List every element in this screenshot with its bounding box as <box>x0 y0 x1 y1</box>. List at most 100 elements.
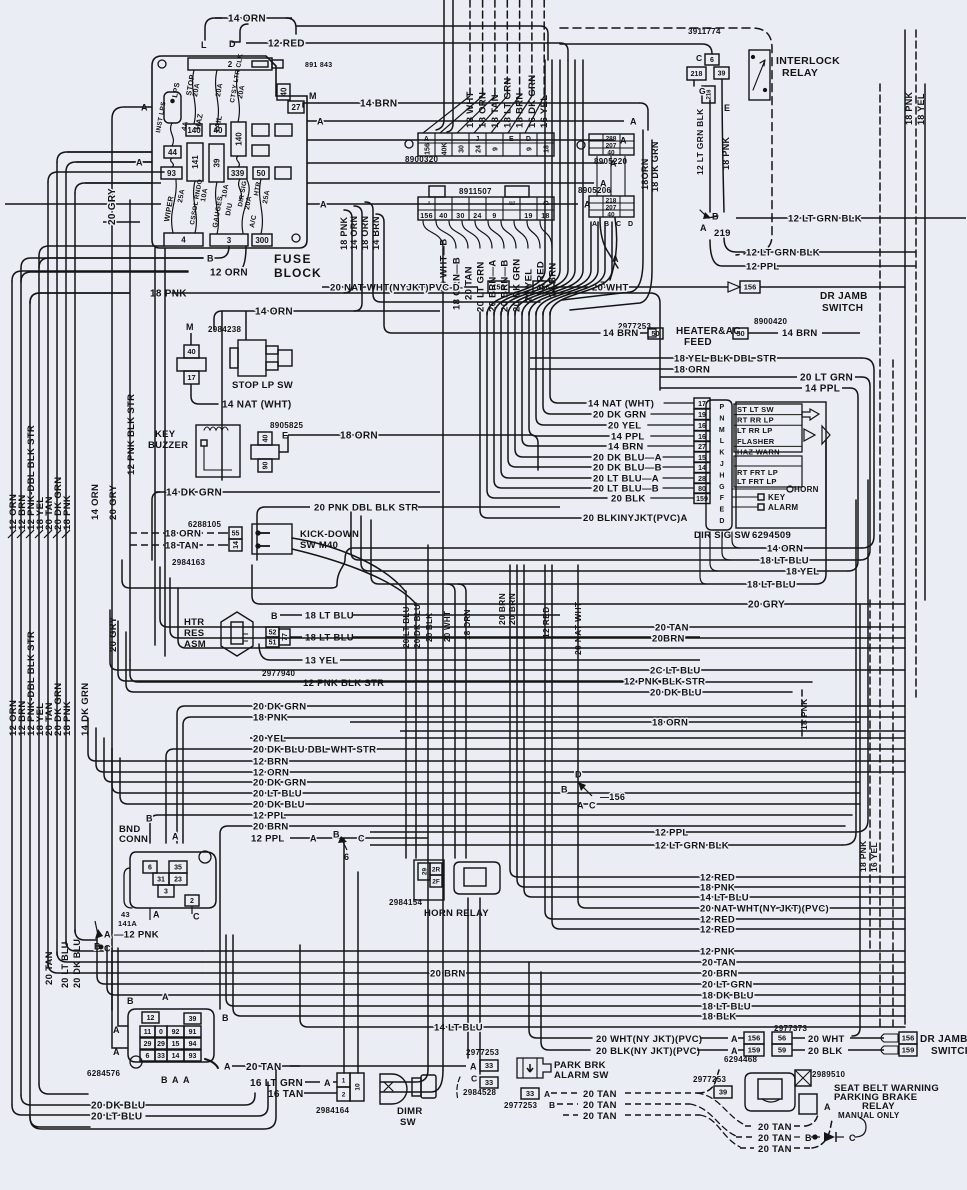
svg-text:HAZ WARN: HAZ WARN <box>737 447 780 456</box>
svg-text:156: 156 <box>492 283 505 292</box>
svg-text:9: 9 <box>493 147 500 151</box>
svg-text:DIR SIG: DIR SIG <box>237 180 248 207</box>
svg-text:9: 9 <box>527 147 534 151</box>
svg-text:20 WHT(NY JKT)(PVC): 20 WHT(NY JKT)(PVC) <box>596 1034 702 1045</box>
svg-text:A: A <box>172 1075 179 1085</box>
svg-text:218: 218 <box>606 198 617 205</box>
svg-text:BLOCK: BLOCK <box>274 266 322 280</box>
svg-text:29: 29 <box>157 1041 165 1048</box>
svg-text:C: C <box>696 53 702 63</box>
svg-text:156: 156 <box>425 143 432 155</box>
svg-text:14: 14 <box>233 541 240 549</box>
svg-text:M: M <box>719 427 725 434</box>
svg-text:A: A <box>172 832 179 842</box>
svg-text:16 YEL: 16 YEL <box>869 842 879 872</box>
svg-text:92: 92 <box>172 1029 180 1036</box>
svg-text:B: B <box>271 611 278 621</box>
svg-text:14 ORN: 14 ORN <box>767 544 803 555</box>
svg-text:20 YEL: 20 YEL <box>253 734 286 745</box>
svg-text:14 BRN: 14 BRN <box>603 328 639 339</box>
svg-text:44: 44 <box>168 148 177 157</box>
svg-text:RELAY: RELAY <box>862 1101 895 1112</box>
svg-text:B: B <box>207 254 214 264</box>
svg-text:20 DK BLU: 20 DK BLU <box>72 939 82 988</box>
svg-text:29: 29 <box>144 1041 152 1048</box>
svg-text:39: 39 <box>189 1016 197 1023</box>
svg-text:B: B <box>222 1013 229 1023</box>
svg-text:2: 2 <box>190 898 194 905</box>
svg-text:15: 15 <box>172 1041 180 1048</box>
svg-text:12: 12 <box>147 1015 155 1022</box>
svg-text:12 PPL: 12 PPL <box>746 262 779 273</box>
svg-text:10A: 10A <box>221 184 230 199</box>
svg-text:20 TAN: 20 TAN <box>44 951 55 985</box>
svg-text:HEATER&AC: HEATER&AC <box>676 326 741 337</box>
svg-text:B: B <box>549 1100 555 1110</box>
svg-text:2F: 2F <box>432 878 440 885</box>
svg-text:27: 27 <box>292 103 301 112</box>
svg-text:12 LT GRN BLK: 12 LT GRN BLK <box>788 213 862 224</box>
svg-text:A: A <box>731 1034 738 1044</box>
svg-text:8905206: 8905206 <box>578 186 611 195</box>
svg-text:G: G <box>699 86 706 96</box>
svg-text:20 LT GRN: 20 LT GRN <box>702 979 753 990</box>
svg-text:18 PNK: 18 PNK <box>721 136 731 170</box>
svg-text:KEY: KEY <box>768 493 786 502</box>
svg-text:30: 30 <box>456 213 464 220</box>
svg-text:18 ORN: 18 ORN <box>652 717 688 728</box>
svg-text:3: 3 <box>164 889 168 896</box>
svg-text:18 ORN: 18 ORN <box>478 92 489 128</box>
svg-text:2977373: 2977373 <box>774 1024 807 1033</box>
svg-text:FEED: FEED <box>684 337 712 348</box>
svg-text:6294509: 6294509 <box>752 530 791 541</box>
svg-text:207: 207 <box>606 143 617 150</box>
svg-text:DR JAMB: DR JAMB <box>920 1034 967 1045</box>
svg-text:12 PNK: 12 PNK <box>700 946 735 957</box>
svg-text:C: C <box>358 834 365 844</box>
svg-text:20 TAN: 20 TAN <box>702 957 736 968</box>
svg-text:18 PNK: 18 PNK <box>62 701 73 736</box>
svg-text:20 WHT: 20 WHT <box>592 283 629 294</box>
svg-text:HORN: HORN <box>794 485 819 494</box>
svg-text:20 DK BLU—B: 20 DK BLU—B <box>593 463 662 474</box>
svg-text:10A: 10A <box>200 188 209 203</box>
svg-text:18 YEL BLK DBL STR: 18 YEL BLK DBL STR <box>674 353 777 364</box>
svg-text:20 BRN—B: 20 BRN—B <box>500 259 511 312</box>
svg-text:A: A <box>577 801 584 811</box>
svg-text:SWITCH: SWITCH <box>931 1046 967 1057</box>
svg-text:20 DK GRN: 20 DK GRN <box>253 702 306 713</box>
svg-text:14 LT BLU: 14 LT BLU <box>434 1022 483 1033</box>
svg-text:20 TAN: 20 TAN <box>583 1089 617 1100</box>
svg-text:14 PPL: 14 PPL <box>611 432 644 443</box>
svg-text:LT FRT LP: LT FRT LP <box>737 477 777 486</box>
svg-text:20 DK BLU: 20 DK BLU <box>253 800 305 811</box>
svg-text:12 PPL: 12 PPL <box>251 834 284 845</box>
svg-text:M: M <box>186 322 194 332</box>
svg-text:2977253: 2977253 <box>693 1075 726 1084</box>
svg-text:18 BLK: 18 BLK <box>702 1011 737 1022</box>
svg-text:20 LT BLU: 20 LT BLU <box>60 941 70 988</box>
svg-text:12 ORN: 12 ORN <box>253 768 289 779</box>
svg-text:77: 77 <box>282 633 289 641</box>
svg-text:SEAT BELT WARNING: SEAT BELT WARNING <box>834 1083 939 1094</box>
svg-text:D: D <box>628 221 633 228</box>
svg-text:20 BRN: 20 BRN <box>430 968 466 979</box>
svg-text:12 ORN: 12 ORN <box>8 700 19 736</box>
svg-text:CONN: CONN <box>119 834 148 845</box>
svg-text:16: 16 <box>698 423 706 430</box>
svg-text:6: 6 <box>148 865 152 872</box>
svg-text:A: A <box>584 200 591 210</box>
svg-text:HAZ: HAZ <box>193 113 205 131</box>
svg-text:G: G <box>719 484 725 491</box>
svg-text:2977253: 2977253 <box>466 1048 499 1057</box>
svg-text:RT FRT LP: RT FRT LP <box>737 468 778 477</box>
svg-text:20 BRN—A: 20 BRN—A <box>488 259 499 312</box>
svg-text:339: 339 <box>231 169 245 178</box>
svg-text:20 DK BLU DBL WHT STR: 20 DK BLU DBL WHT STR <box>253 745 376 756</box>
svg-text:14 DK GRN: 14 DK GRN <box>166 488 222 499</box>
svg-text:A/C: A/C <box>249 214 258 228</box>
svg-text:20 GRY: 20 GRY <box>108 616 119 652</box>
svg-text:13 YEL: 13 YEL <box>305 656 338 667</box>
svg-text:159: 159 <box>696 496 708 503</box>
svg-text:20 DK GRN: 20 DK GRN <box>593 410 646 421</box>
